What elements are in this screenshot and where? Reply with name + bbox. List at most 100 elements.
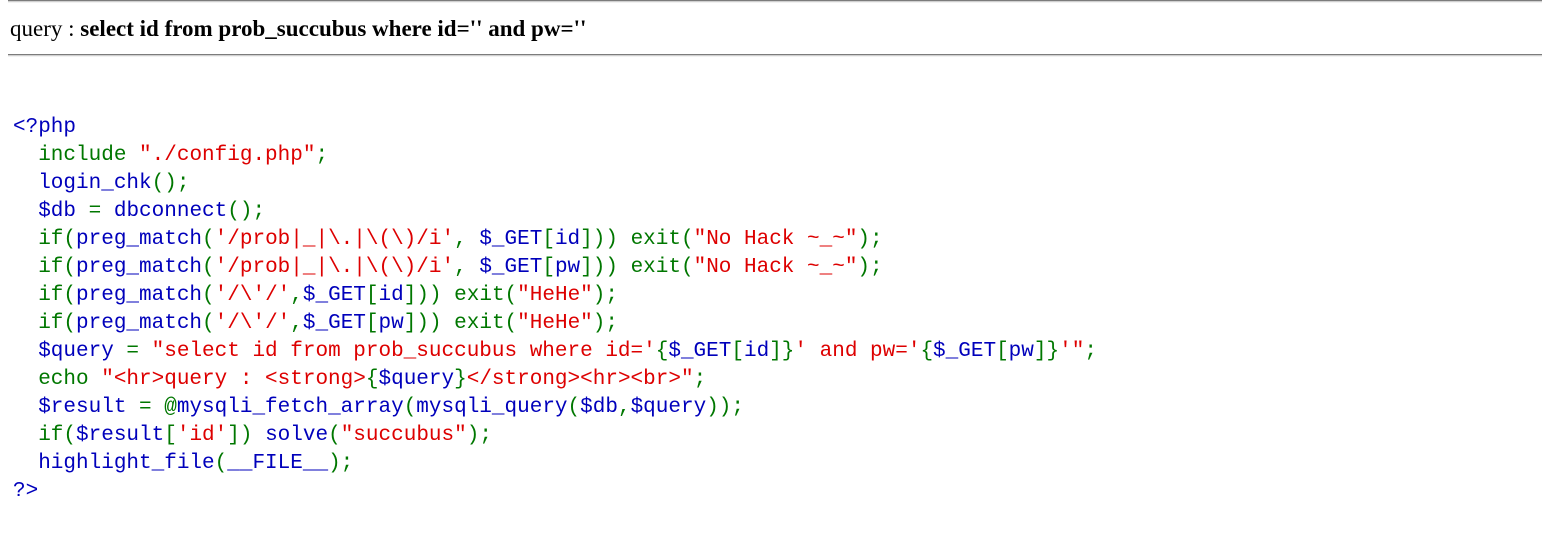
code-token: , bbox=[454, 228, 480, 251]
code-token: include bbox=[13, 144, 140, 167]
code-token: $query bbox=[378, 368, 455, 391]
code-token: $db bbox=[13, 200, 89, 223]
code-token: preg_match bbox=[76, 284, 203, 307]
code-token: '/\'/' bbox=[214, 312, 291, 335]
code-line: if(preg_match('/prob|_|\.|\(\)/i', $_GET… bbox=[13, 254, 1542, 282]
code-token: $_GET bbox=[668, 340, 732, 363]
code-token: dbconnect bbox=[113, 200, 228, 223]
code-token: ); bbox=[592, 312, 618, 335]
code-token: if( bbox=[13, 424, 77, 447]
code-token: mysqli_query bbox=[416, 396, 568, 419]
code-token: "./config.php" bbox=[139, 144, 316, 167]
code-token: highlight_file bbox=[13, 452, 215, 475]
code-line: include "./config.php"; bbox=[13, 142, 1542, 170]
code-token: id bbox=[554, 228, 581, 251]
code-token: $result bbox=[76, 424, 165, 447]
code-line: login_chk(); bbox=[13, 170, 1542, 198]
code-token: "<hr>query : <strong> bbox=[101, 368, 366, 391]
code-line: if($result['id']) solve("succubus"); bbox=[13, 422, 1542, 450]
code-token: id bbox=[743, 340, 770, 363]
code-token: 'id' bbox=[176, 424, 228, 447]
code-token: { bbox=[365, 368, 379, 391]
code-token: [ bbox=[365, 284, 379, 307]
code-token: , bbox=[454, 256, 480, 279]
code-token: "No Hack ~_~" bbox=[693, 256, 858, 279]
code-token: ' and pw=' bbox=[794, 340, 921, 363]
code-token: [ bbox=[542, 228, 555, 251]
code-token: ); bbox=[328, 452, 354, 475]
code-token: preg_match bbox=[76, 228, 203, 251]
code-token: preg_match bbox=[76, 312, 203, 335]
code-token: "HeHe" bbox=[517, 284, 593, 307]
top-divider bbox=[8, 0, 1542, 3]
code-token: (); bbox=[227, 200, 266, 223]
code-token: "select id from prob_succubus where id=' bbox=[151, 340, 656, 363]
code-token: login_chk bbox=[13, 172, 152, 195]
code-token: if( bbox=[13, 256, 77, 279]
code-token: , bbox=[290, 312, 303, 335]
code-token: } bbox=[454, 368, 467, 391]
code-token: ); bbox=[466, 424, 492, 447]
query-value: select id from prob_succubus where id=''… bbox=[80, 16, 587, 41]
code-token: "No Hack ~_~" bbox=[693, 228, 858, 251]
code-token: mysqli_fetch_array bbox=[176, 396, 404, 419]
code-token: ( bbox=[403, 396, 417, 419]
code-token: preg_match bbox=[76, 256, 203, 279]
code-token: ); bbox=[857, 228, 883, 251]
code-token: = bbox=[88, 200, 114, 223]
code-token: [ bbox=[164, 424, 177, 447]
code-token: = bbox=[126, 340, 152, 363]
code-token: echo bbox=[13, 368, 102, 391]
code-token: $_GET bbox=[302, 312, 366, 335]
code-token: ?> bbox=[13, 480, 39, 503]
php-source-code: <?php include "./config.php"; login_chk(… bbox=[13, 114, 1542, 506]
code-token: [ bbox=[365, 312, 379, 335]
code-token: ]} bbox=[1033, 340, 1060, 363]
code-token: [ bbox=[542, 256, 555, 279]
code-token: "HeHe" bbox=[517, 312, 593, 335]
code-token: solve bbox=[265, 424, 329, 447]
code-token: if( bbox=[13, 228, 77, 251]
code-token: $_GET bbox=[933, 340, 997, 363]
code-token: '/\'/' bbox=[214, 284, 291, 307]
middle-divider bbox=[8, 54, 1542, 57]
code-token: ]) bbox=[227, 424, 266, 447]
code-token: $db bbox=[580, 396, 618, 419]
code-token: "succubus" bbox=[340, 424, 467, 447]
code-token: ( bbox=[202, 312, 215, 335]
code-token: ; bbox=[315, 144, 329, 167]
code-token: ( bbox=[567, 396, 581, 419]
code-token: ( bbox=[202, 284, 215, 307]
code-token: ; bbox=[1084, 340, 1097, 363]
code-token: ; bbox=[693, 368, 707, 391]
code-token: pw bbox=[1008, 340, 1034, 363]
code-line: $db = dbconnect(); bbox=[13, 198, 1542, 226]
code-token: [ bbox=[996, 340, 1009, 363]
code-token: ); bbox=[857, 256, 883, 279]
code-token: if( bbox=[13, 284, 77, 307]
code-token: , bbox=[290, 284, 303, 307]
code-token: ( bbox=[202, 256, 215, 279]
code-token: ])) exit( bbox=[580, 256, 694, 279]
code-line: $query = "select id from prob_succubus w… bbox=[13, 338, 1542, 366]
code-token: ]} bbox=[769, 340, 795, 363]
code-token: $result bbox=[13, 396, 140, 419]
code-token: <?php bbox=[13, 116, 77, 139]
code-line: <?php bbox=[13, 114, 1542, 142]
code-token: { bbox=[920, 340, 934, 363]
code-token: $_GET bbox=[479, 256, 543, 279]
code-token: $query bbox=[630, 396, 707, 419]
code-token: pw bbox=[378, 312, 404, 335]
code-token: { bbox=[655, 340, 669, 363]
code-line: if(preg_match('/\'/',$_GET[id])) exit("H… bbox=[13, 282, 1542, 310]
code-token: [ bbox=[731, 340, 744, 363]
code-token: '" bbox=[1059, 340, 1085, 363]
code-token: )); bbox=[706, 396, 744, 419]
code-token: = @ bbox=[139, 396, 177, 419]
code-token: ( bbox=[328, 424, 341, 447]
query-echo-line: query : select id from prob_succubus whe… bbox=[10, 16, 1542, 42]
code-token: __FILE__ bbox=[227, 452, 329, 475]
code-line: ?> bbox=[13, 478, 1542, 506]
code-line: highlight_file(__FILE__); bbox=[13, 450, 1542, 478]
code-token: (); bbox=[151, 172, 190, 195]
